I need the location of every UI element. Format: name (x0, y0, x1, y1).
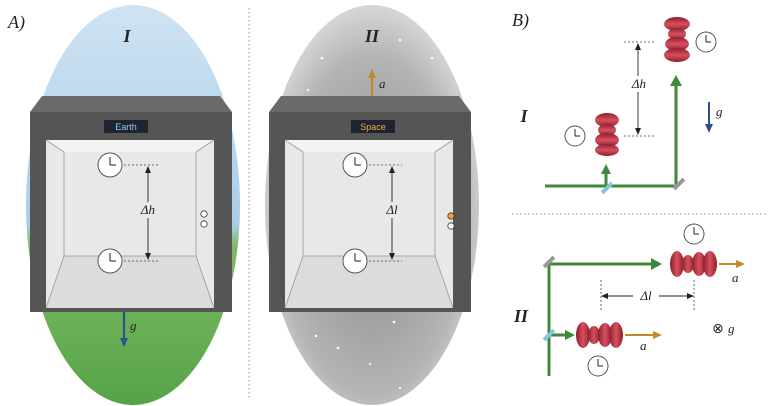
b-bottom-clock-upper (683, 223, 705, 245)
earth-up-button (200, 210, 208, 218)
b-bottom-delta-label: Δl (639, 288, 652, 303)
space-sign (351, 120, 395, 133)
b-bottom-clock-lower (587, 355, 609, 377)
panel-a-label: A) (7, 12, 25, 33)
accel-label: a (379, 76, 386, 91)
panel-b-label: B) (512, 10, 529, 31)
earth-scene: Earth Δh I g (26, 5, 240, 405)
b-top-clock-lower (564, 125, 586, 147)
b-top-ion-lower (595, 113, 619, 156)
earth-roman: I (122, 26, 131, 46)
earth-down-button (200, 220, 208, 228)
space-elevator-top (269, 96, 471, 112)
space-delta-label: Δl (385, 202, 398, 217)
gravity-label: g (130, 318, 137, 333)
earth-sign (104, 120, 148, 133)
space-scene: Space Δl II a (265, 5, 479, 405)
b-bottom-roman: II (513, 306, 529, 326)
earth-delta-label: Δh (140, 202, 155, 217)
b-top-roman: I (519, 106, 528, 126)
b-top-mirror (672, 177, 686, 191)
earth-clock-bottom (97, 248, 123, 274)
panel-b-top: I (519, 17, 723, 195)
space-roman: II (364, 26, 380, 46)
b-bottom-ion-lower (576, 322, 623, 348)
b-top-beamsplitter (600, 181, 614, 195)
earth-sign-text: Earth (115, 122, 137, 132)
b-bottom-accel-label-2: a (640, 338, 647, 353)
space-clock-bottom (342, 248, 368, 274)
b-top-gravity-label: g (716, 104, 723, 119)
b-bottom-ion-upper (670, 251, 717, 277)
b-bottom-mirror (542, 255, 556, 269)
b-bottom-gravity-symbol: ⊗ (712, 321, 724, 337)
earth-clock-top (97, 152, 123, 178)
b-bottom-beamsplitter (542, 328, 556, 342)
b-top-clock-upper (695, 31, 717, 53)
space-down-button (447, 222, 455, 230)
space-up-button (447, 212, 455, 220)
b-top-delta-label: Δh (631, 76, 646, 91)
b-bottom-gravity-label: g (728, 321, 735, 336)
b-bottom-accel-label-1: a (732, 270, 739, 285)
panel-b-bottom: II a (513, 223, 745, 377)
b-top-ion-upper (664, 17, 690, 62)
space-sign-text: Space (360, 122, 386, 132)
space-clock-top (342, 152, 368, 178)
earth-elevator-top (30, 96, 232, 112)
